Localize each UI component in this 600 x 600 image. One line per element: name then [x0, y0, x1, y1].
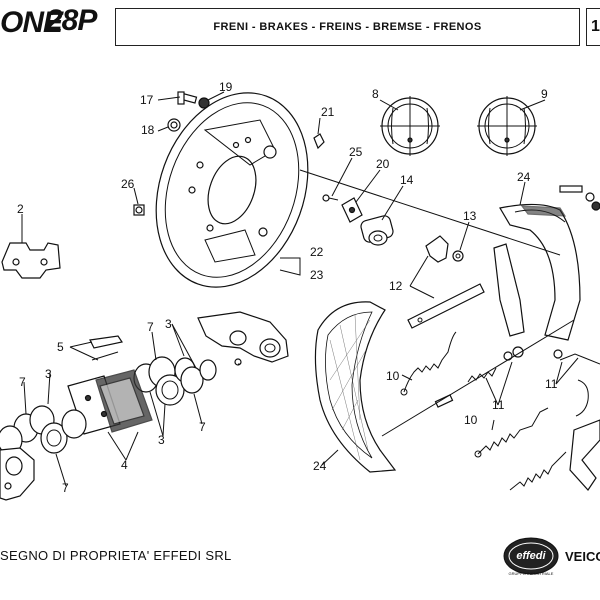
- caliper-body-upper: [197, 311, 289, 366]
- callout-2: 2: [17, 202, 24, 216]
- effedi-logo-subtext: GRUPPO INDUSTRIALE: [509, 571, 554, 576]
- caliper-body-lower: [0, 447, 35, 501]
- brake-assembly-8: [380, 96, 440, 156]
- callout-7-mid: 7: [199, 420, 206, 434]
- callout-labels: 17 19 18 21 25 20 14 26 2 8 9 13 24 22 2…: [17, 80, 558, 495]
- callout-24-lower: 24: [313, 459, 327, 473]
- page-number: 1: [591, 18, 600, 35]
- callout-18: 18: [141, 123, 155, 137]
- callout-3-left: 3: [45, 367, 52, 381]
- pad-spring-5: [89, 335, 123, 361]
- leader-lines: [21, 91, 579, 487]
- callout-17: 17: [140, 93, 154, 107]
- backing-plate: [155, 92, 309, 288]
- callout-5: 5: [57, 340, 64, 354]
- callout-8: 8: [372, 87, 379, 101]
- brake-shoe-24-upper: [499, 203, 581, 341]
- callout-7-top: 7: [147, 320, 154, 334]
- callout-20: 20: [376, 157, 390, 171]
- callout-10-upper: 10: [386, 369, 400, 383]
- callout-12: 12: [389, 279, 403, 293]
- bleed-nipple-26: [133, 204, 145, 216]
- callout-22: 22: [310, 245, 324, 259]
- brake-shoe-24-lower: [314, 301, 397, 473]
- callout-4: 4: [121, 458, 128, 472]
- callout-24-upper: 24: [517, 170, 531, 184]
- callout-10-lower: 10: [464, 413, 478, 427]
- bolt-top-right: [559, 185, 600, 211]
- callout-21: 21: [321, 105, 335, 119]
- spring-10-lower: [474, 407, 549, 458]
- bushing-14: [360, 215, 394, 246]
- callout-7-left: 7: [19, 375, 26, 389]
- callout-3-top: 3: [165, 317, 172, 331]
- model-name: 28P: [46, 4, 97, 37]
- callout-13: 13: [463, 209, 477, 223]
- callout-19: 19: [219, 80, 233, 94]
- bolt-17: [177, 91, 198, 105]
- title-box: FRENI - BRAKES - FREINS - BREMSE - FRENO…: [115, 8, 580, 46]
- callout-7-bottom: 7: [62, 481, 69, 495]
- footer-right-text: VEICO: [565, 549, 600, 564]
- callout-3-mid: 3: [158, 433, 165, 447]
- page-number-box: 1: [586, 8, 600, 46]
- caliper-2: [1, 242, 61, 279]
- washer-19: [198, 97, 210, 109]
- pistons-lower: [0, 405, 87, 455]
- callout-9: 9: [541, 87, 548, 101]
- bolt-13: [452, 250, 464, 262]
- lever-12: [407, 235, 525, 337]
- screw-25: [322, 194, 339, 202]
- callout-11-right: 11: [545, 377, 558, 391]
- callout-23: 23: [310, 268, 324, 282]
- effedi-logo: effedi GRUPPO INDUSTRIALE: [503, 537, 559, 576]
- page-title: FRENI - BRAKES - FREINS - BREMSE - FRENO…: [213, 21, 482, 33]
- spring-lower-right: [509, 419, 600, 491]
- spring-11-mid: [434, 346, 524, 408]
- brake-assembly-9: [477, 96, 537, 156]
- callout-25: 25: [349, 145, 363, 159]
- brand-logo: ONE: [0, 6, 63, 39]
- part-21: [313, 133, 325, 150]
- copyright-notice: SEGNO DI PROPRIETA' EFFEDI SRL: [0, 548, 232, 563]
- callout-26: 26: [121, 177, 135, 191]
- callout-14: 14: [400, 173, 414, 187]
- callout-11-mid: 11: [492, 398, 505, 412]
- effedi-logo-text: effedi: [516, 550, 546, 562]
- pistons-upper: [133, 356, 217, 406]
- spring-10-upper: [400, 331, 457, 396]
- spring-11-right: [553, 349, 600, 417]
